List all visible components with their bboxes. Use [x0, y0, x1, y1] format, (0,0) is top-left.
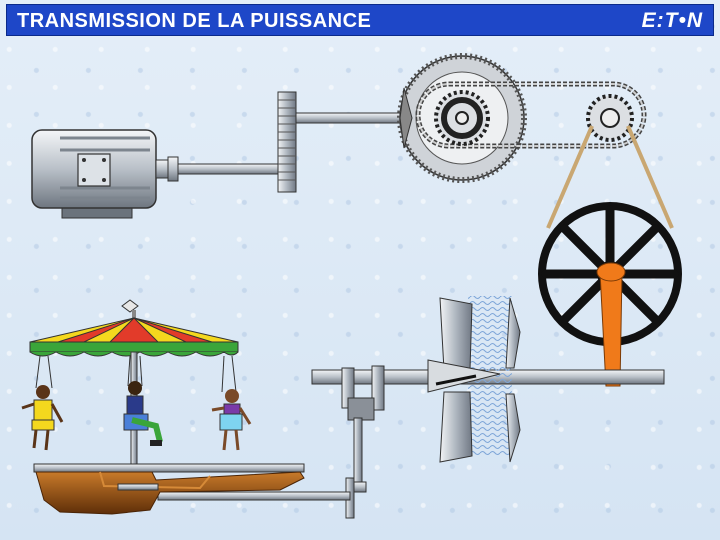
orange-belt [596, 262, 626, 387]
carousel [29, 299, 239, 473]
fan [427, 296, 521, 463]
carousel-base [33, 463, 305, 515]
rider-left [21, 385, 64, 451]
spur-gear [177, 91, 411, 193]
rider-right [211, 389, 252, 451]
electric-motor [31, 129, 179, 219]
v-belt [546, 125, 674, 229]
power-transmission-illustration [21, 53, 682, 519]
slide-title: TRANSMISSION DE LA PUISSANCE [17, 10, 372, 32]
crank-linkage [157, 365, 385, 519]
title-bar: TRANSMISSION DE LA PUISSANCE E:T•N [6, 4, 714, 36]
rider-center [123, 381, 163, 446]
chain-drive [415, 81, 647, 149]
eaton-logo: E:T•N [641, 9, 703, 32]
